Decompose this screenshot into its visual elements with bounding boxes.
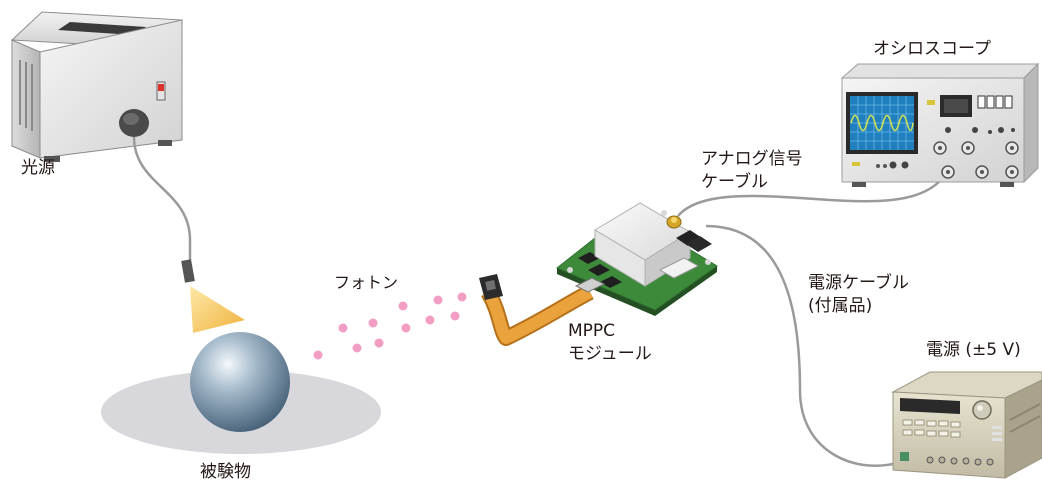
power-supply-label: 電源 (±5 V) [926,340,1021,360]
oscilloscope-label: オシロスコープ [873,39,991,59]
sample-label: 被験物 [200,462,251,482]
analog-cable-label-line2: ケーブル [701,172,768,192]
photon-dots [313,292,467,360]
mppc-module [479,202,718,346]
optical-fiber [132,136,192,260]
light-cone [190,286,245,333]
photon-label: フォトン [334,273,399,292]
mppc-label-line2: モジュール [568,344,652,364]
fiber-tip [181,259,195,283]
mppc-label-line1: MPPC [568,321,616,341]
oscilloscope [840,62,1040,187]
power-cable-label-line2: (付属品) [808,296,873,316]
power-cable [705,224,901,467]
analog-signal-cable [677,171,949,217]
power-cable-label-line1: 電源ケーブル [808,273,909,293]
analog-cable-label-line1: アナログ信号 [701,149,803,169]
light-source [10,11,184,162]
sample-sphere [190,332,290,432]
light-source-label: 光源 [21,158,55,178]
power-supply [891,371,1042,479]
